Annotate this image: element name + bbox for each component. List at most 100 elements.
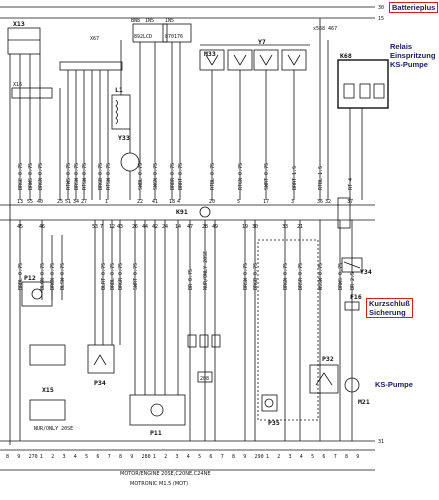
k91-bottom-pin: 30	[252, 224, 258, 230]
rail-number: 6	[322, 454, 325, 460]
wire-labels-bottom: BRBL 0.75 BLGN 0.75 BRGN 0.75 BLSW 0.75 BLRT…	[18, 251, 356, 290]
wire-label-top: RTBL 0.75	[210, 163, 216, 190]
rail-number: 2	[51, 454, 54, 460]
k91-top-pin: 41	[152, 199, 158, 205]
wire-label-top: RTBL 1.5	[318, 166, 324, 190]
k91-bottom-pin: 53	[92, 224, 98, 230]
wire-label-top: RTGN 0.75	[238, 163, 244, 190]
label-m21: M21	[358, 398, 370, 406]
k91-bottom-pin: 19	[242, 224, 248, 230]
rail-number: 6	[209, 454, 212, 460]
k91-bottom-pin: 43	[117, 224, 123, 230]
wire-label-bottom: BR 2.5	[350, 272, 356, 290]
k91-top-pin: 1	[105, 199, 108, 205]
rail-number: 1	[153, 454, 156, 460]
k91-bottom-pin: 47	[187, 224, 193, 230]
label-208: 208	[200, 376, 209, 382]
rail-number: 4	[74, 454, 77, 460]
k91-bottom-pin: 49	[212, 224, 218, 230]
wire-label-top: BRRT 1.5	[292, 166, 298, 190]
rail-number: 9	[130, 454, 133, 460]
rail-number: 7	[334, 454, 337, 460]
rail-number: 2	[277, 454, 280, 460]
k91-top-pin: 37	[347, 199, 353, 205]
label-k68: K68	[340, 52, 352, 60]
wire-label-bottom: BRBL 0.75	[18, 263, 24, 290]
wire-label-top: BRBR 0.75	[170, 163, 176, 190]
rail-30: 30	[378, 5, 384, 11]
wire-label-top: RTSW 0.75	[82, 163, 88, 190]
k91-top-pin: 40	[37, 199, 43, 205]
label-x15: X15	[42, 386, 54, 394]
wire-label-bottom: BLGN 0.75	[40, 263, 46, 290]
footer-line1: MOTOR/ENGINE 20SE,C20NE,C24NE	[120, 471, 211, 477]
rail-number: 1	[40, 454, 43, 460]
k91-top-pin: 13	[17, 199, 23, 205]
wire-label-bottom: WSSW 0.75	[318, 263, 324, 290]
k91-bottom-pin: 21	[297, 224, 303, 230]
wire-label-top: BRWS 0.75	[28, 163, 34, 190]
wire-label-bottom: BRGR 0.75	[118, 263, 124, 290]
k91-bottom-pin: 42	[152, 224, 158, 230]
k91-top-pin: 36	[317, 199, 323, 205]
rail-number: 8	[345, 454, 348, 460]
k91-top-pin: 55	[27, 199, 33, 205]
rail-number: 1	[266, 454, 269, 460]
wire-label-top: BRRT 0.75	[178, 163, 184, 190]
rail-number: 5	[311, 454, 314, 460]
label-in5-2: IN5	[165, 18, 174, 24]
wire-label-bottom: BRGB 0.75	[253, 263, 259, 290]
wire-label-bottom: BLSW 0.75	[60, 263, 66, 290]
rail-number: 280	[142, 454, 151, 460]
rail-number: 8	[6, 454, 9, 460]
rail-number: 7	[221, 454, 224, 460]
k91-bottom-pin: 12	[109, 224, 115, 230]
label-in5: IN5	[145, 18, 154, 24]
wire-label-top: BRGB 0.75	[98, 163, 104, 190]
rail-number: 7	[108, 454, 111, 460]
k91-top-pin: 34	[73, 199, 79, 205]
rail-number: 3	[63, 454, 66, 460]
wire-label-top: RT 4	[348, 178, 354, 190]
rail-number: 4	[187, 454, 190, 460]
rail-number: 8	[232, 454, 235, 460]
k91-top-pin: 27	[81, 199, 87, 205]
k91-top-pin: 22	[137, 199, 143, 205]
annotation-batterieplus: Batterieplus	[389, 2, 439, 13]
k91-bottom-pin: 14	[175, 224, 181, 230]
k91-bottom-pin: 7	[100, 224, 103, 230]
wire-label-top: RTSW 0.75	[106, 163, 112, 190]
k91-top-pin: 3	[291, 199, 294, 205]
annotation-kurzschluss: Kurzschluß Sicherung	[366, 298, 413, 318]
rail-number: 2	[164, 454, 167, 460]
k91-top-pin: 32	[325, 199, 331, 205]
rail-number: 5	[198, 454, 201, 460]
wire-label-top: SWGN 0.75	[153, 163, 159, 190]
label-p12: P12	[24, 274, 36, 282]
wire-label-bottom: BR 0.75	[188, 269, 194, 290]
k91-top-pin: 5	[237, 199, 240, 205]
label-y33: Y33	[118, 134, 130, 142]
label-p11: P11	[150, 429, 162, 437]
label-k91: K91	[176, 208, 188, 216]
wire-label-bottom: BLRT 0.75	[101, 263, 107, 290]
wire-label-bottom: BRWS 0.75	[338, 263, 344, 290]
wire-label-top: BRGN 0.75	[38, 163, 44, 190]
rail-number: 5	[85, 454, 88, 460]
wire-label-bottom: BRGN 0.75	[50, 263, 56, 290]
k91-top-pin: 20	[209, 199, 215, 205]
label-m33: M33	[204, 50, 216, 58]
label-p35: P35	[268, 419, 280, 427]
k91-top-pin: 17	[263, 199, 269, 205]
label-p32: P32	[322, 355, 334, 363]
wire-label-top: SWRT 0.75	[264, 163, 270, 190]
wire-label-bottom: BRGN 0.75	[283, 263, 289, 290]
annotation-relais-einspritzung: Relais Einspritzung KS-Pumpe	[389, 42, 437, 69]
wire-label-top: BRGE 0.75	[18, 163, 24, 190]
k91-bottom-pin: 44	[142, 224, 148, 230]
label-y34: Y34	[360, 268, 372, 276]
k91-bottom-pin: 45	[17, 224, 23, 230]
k91-bottom-pin: 26	[132, 224, 138, 230]
label-x16: X16	[13, 82, 22, 88]
